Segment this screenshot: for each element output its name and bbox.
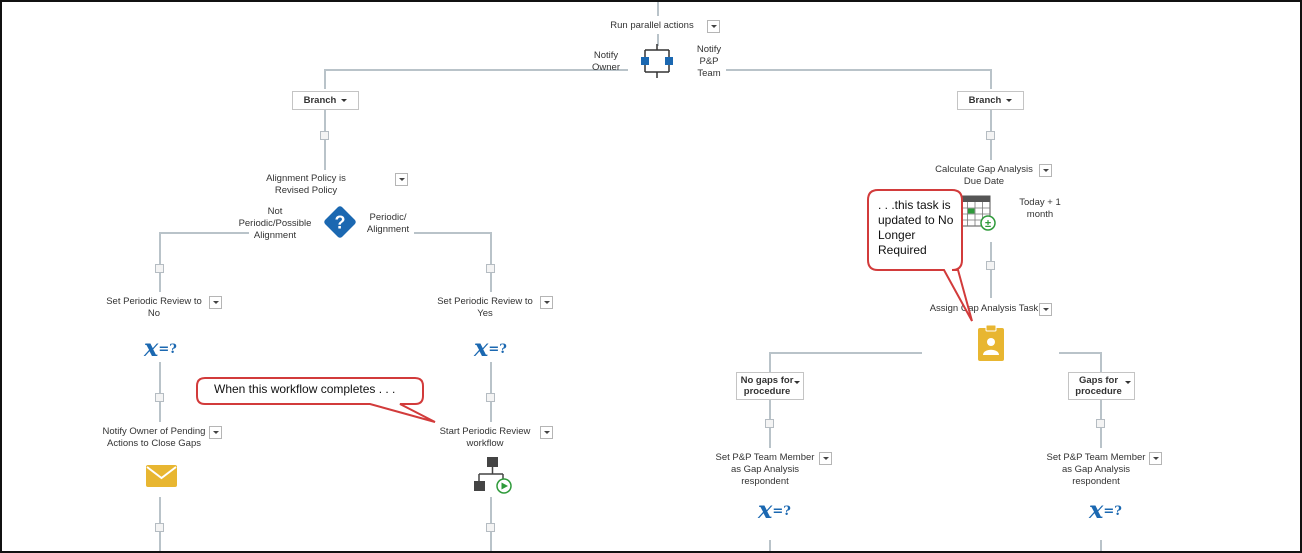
periodic-label: Periodic/ Alignment (366, 212, 410, 235)
notify-pp-team-label: Notify P&P Team (696, 44, 722, 79)
start-workflow-icon[interactable] (473, 457, 513, 495)
connector (990, 242, 992, 298)
connector (1059, 352, 1102, 354)
set-variable-icon[interactable]: x=? (758, 495, 791, 524)
connector (490, 362, 492, 422)
connector (726, 69, 992, 71)
alignment-condition-label: Alignment Policy is Revised Policy (266, 173, 346, 196)
variable-eq-glyph: =? (772, 504, 791, 519)
notify-owner-pending-dropdown[interactable] (209, 426, 222, 439)
insert-point[interactable] (986, 261, 995, 270)
start-review-dropdown[interactable] (540, 426, 553, 439)
connector (990, 69, 992, 89)
set-variable-icon[interactable]: x=? (474, 333, 507, 362)
variable-x-glyph: x (474, 333, 489, 362)
set-pp-right-label: Set P&P Team Member as Gap Analysis resp… (1046, 452, 1146, 487)
insert-point[interactable] (486, 393, 495, 402)
callout-left-text: When this workflow completes . . . (214, 382, 396, 396)
no-gaps-condition[interactable]: No gaps for procedure (736, 372, 804, 400)
insert-point[interactable] (155, 393, 164, 402)
email-icon[interactable] (146, 465, 177, 487)
insert-point[interactable] (1096, 419, 1105, 428)
assign-task-icon[interactable] (978, 325, 1004, 361)
parallel-actions-icon[interactable] (639, 44, 675, 78)
run-parallel-dropdown[interactable] (707, 20, 720, 33)
right-branch-label: Branch (968, 95, 1002, 106)
variable-x-glyph: x (144, 333, 159, 362)
gaps-for-label: Gaps for procedure (1075, 375, 1122, 397)
set-variable-icon[interactable]: x=? (1089, 495, 1122, 524)
insert-point[interactable] (320, 131, 329, 140)
insert-point[interactable] (986, 131, 995, 140)
start-review-label: Start Periodic Review workflow (439, 426, 531, 449)
insert-point[interactable] (155, 523, 164, 532)
insert-point[interactable] (765, 419, 774, 428)
set-periodic-yes-label: Set Periodic Review to Yes (437, 296, 533, 319)
chevron-down-icon (341, 98, 348, 102)
no-gaps-label: No gaps for procedure (740, 375, 794, 397)
variable-eq-glyph: =? (488, 342, 507, 357)
connector (1100, 352, 1102, 374)
assign-task-dropdown[interactable] (1039, 303, 1052, 316)
connector (769, 540, 771, 551)
connector (769, 352, 771, 374)
connector (324, 69, 628, 71)
connector (159, 232, 161, 292)
set-pp-left-dropdown[interactable] (819, 452, 832, 465)
gaps-for-condition[interactable]: Gaps for procedure (1068, 372, 1135, 400)
connector (324, 110, 326, 170)
calc-gap-label: Calculate Gap Analysis Due Date (935, 164, 1033, 187)
callout-left-bubble (196, 377, 436, 423)
connector (1100, 540, 1102, 551)
notify-owner-label: Notify Owner (592, 50, 620, 73)
chevron-down-icon (1006, 98, 1013, 102)
set-variable-icon[interactable]: x=? (144, 333, 177, 362)
insert-point[interactable] (486, 523, 495, 532)
connector (490, 232, 492, 292)
svg-text:±: ± (985, 218, 991, 230)
variable-x-glyph: x (758, 495, 773, 524)
connector (769, 352, 922, 354)
connector (657, 34, 659, 46)
chevron-down-icon (794, 381, 800, 384)
set-periodic-no-dropdown[interactable] (209, 296, 222, 309)
callout-right-bubble (867, 189, 973, 322)
assign-task-label: Assign Gap Analysis Task (929, 303, 1039, 314)
set-periodic-no-label: Set Periodic Review to No (106, 296, 202, 319)
callout-right-text: . . .this task is updated to No Longer R… (878, 198, 954, 257)
connector (657, 2, 659, 16)
variable-eq-glyph: =? (158, 342, 177, 357)
calendar-icon[interactable]: ± (958, 195, 998, 233)
connector (414, 232, 492, 234)
right-branch-button[interactable]: Branch (957, 91, 1024, 110)
insert-point[interactable] (155, 264, 164, 273)
calc-gap-dropdown[interactable] (1039, 164, 1052, 177)
run-parallel-label: Run parallel actions (610, 20, 694, 31)
set-pp-right-dropdown[interactable] (1149, 452, 1162, 465)
variable-x-glyph: x (1089, 495, 1104, 524)
svg-text:?: ? (335, 213, 346, 233)
chevron-down-icon (1125, 381, 1131, 384)
left-branch-button[interactable]: Branch (292, 91, 359, 110)
connector (324, 69, 326, 89)
notify-owner-pending-label: Notify Owner of Pending Actions to Close… (102, 426, 206, 449)
set-pp-left-label: Set P&P Team Member as Gap Analysis resp… (715, 452, 815, 487)
connector (159, 232, 249, 234)
not-periodic-label: Not Periodic/Possible Alignment (238, 206, 312, 241)
set-periodic-yes-dropdown[interactable] (540, 296, 553, 309)
insert-point[interactable] (486, 264, 495, 273)
variable-eq-glyph: =? (1103, 504, 1122, 519)
condition-question-icon[interactable]: ? (323, 205, 357, 239)
connector (159, 362, 161, 422)
alignment-condition-dropdown[interactable] (395, 173, 408, 186)
today-plus-label: Today + 1 month (1019, 197, 1061, 220)
left-branch-label: Branch (303, 95, 337, 106)
